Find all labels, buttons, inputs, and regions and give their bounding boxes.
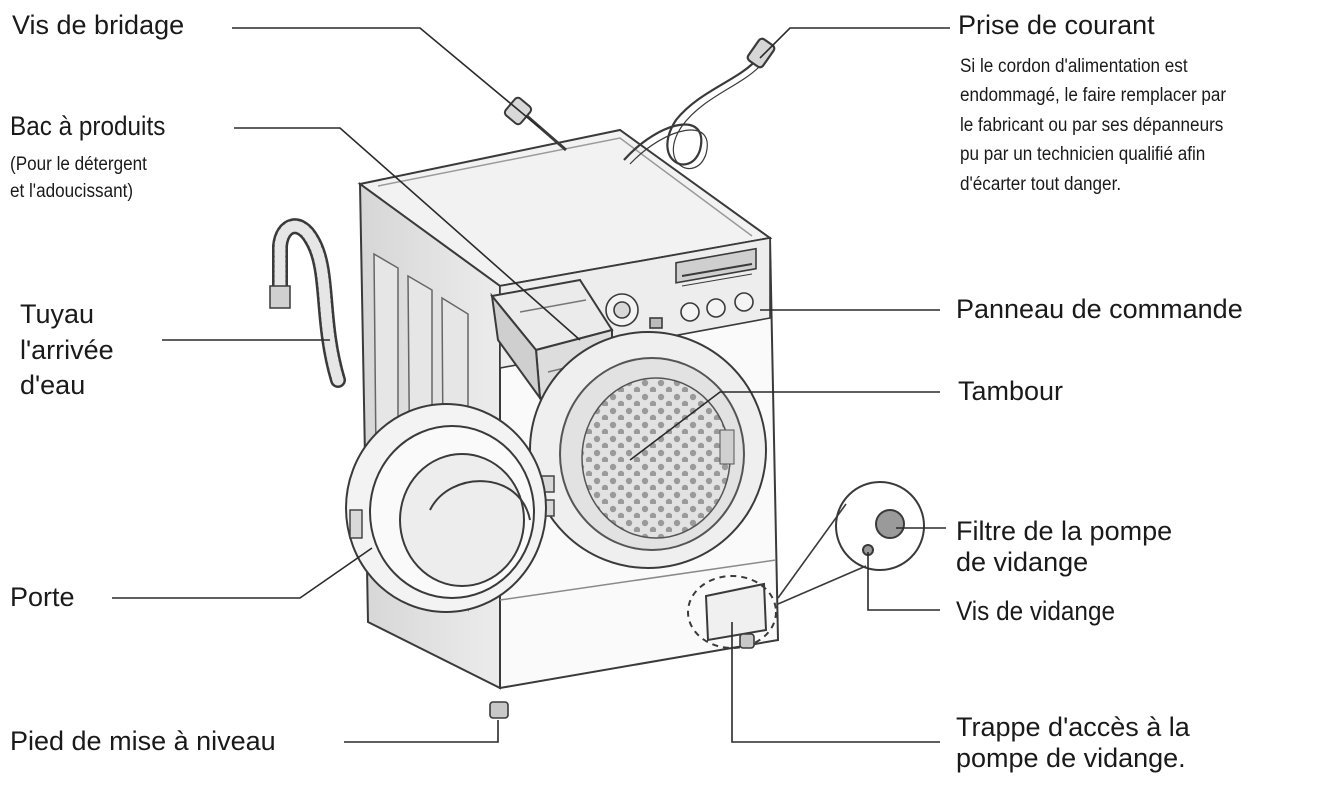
label-trappe-acces-pompe: Trappe d'accès à la pompe de vidange. bbox=[956, 712, 1190, 774]
leader-trappe bbox=[731, 622, 940, 743]
label-pied-de-mise-a-niveau: Pied de mise à niveau bbox=[10, 726, 276, 756]
drum-opening bbox=[529, 331, 767, 569]
inlet-hose bbox=[269, 218, 346, 388]
label-prise-de-courant: Prise de courant bbox=[958, 10, 1155, 40]
leader-vis-vidange bbox=[867, 552, 940, 611]
leader-bac-produits bbox=[234, 127, 581, 341]
label-prise-note: Si le cordon d'alimentation est endommag… bbox=[960, 56, 1227, 195]
leader-pied bbox=[344, 720, 499, 743]
label-bac-note: (Pour le détergent et l'adoucissant) bbox=[10, 154, 147, 202]
label-vis-de-bridage: Vis de bridage bbox=[12, 10, 185, 40]
label-panneau-de-commande: Panneau de commande bbox=[956, 294, 1243, 324]
service-hatch bbox=[687, 575, 777, 649]
label-tambour: Tambour bbox=[958, 376, 1064, 406]
label-vis-de-vidange: Vis de vidange bbox=[956, 596, 1115, 626]
label-filtre-pompe-vidange: Filtre de la pompe de vidange bbox=[956, 516, 1173, 578]
label-bac-a-produits: Bac à produits bbox=[10, 111, 166, 141]
leader-prise bbox=[759, 27, 950, 59]
open-door bbox=[345, 403, 547, 613]
label-tuyau-arrivee-eau: Tuyau l'arrivée d'eau bbox=[20, 299, 114, 401]
label-porte: Porte bbox=[10, 582, 75, 612]
callout-lines bbox=[112, 27, 950, 743]
leader-vis-bridage bbox=[232, 27, 541, 129]
leader-porte bbox=[112, 547, 373, 599]
zoom-bubble bbox=[777, 481, 925, 605]
leader-tambour bbox=[629, 391, 940, 461]
power-cord bbox=[623, 37, 776, 170]
levelling-feet bbox=[489, 633, 755, 719]
